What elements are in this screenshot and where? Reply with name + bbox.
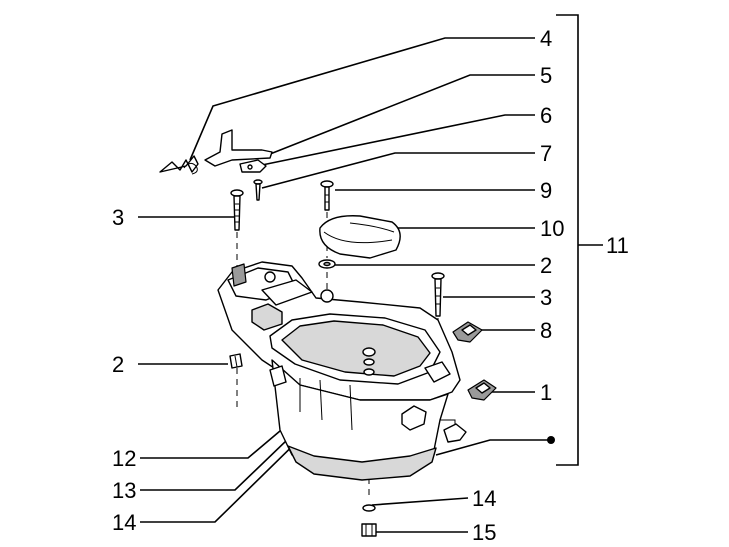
leader-6 — [261, 114, 535, 166]
callout-10: 10 — [540, 216, 564, 241]
callout-11: 11 — [606, 233, 629, 258]
callout-1: 1 — [540, 380, 552, 405]
callout-14a: 14 — [112, 510, 136, 535]
callout-4: 4 — [540, 26, 552, 51]
washer-part-2-top — [318, 259, 336, 269]
callout-7: 7 — [540, 141, 552, 166]
callout-8: 8 — [540, 318, 552, 343]
callout-2a: 2 — [540, 253, 552, 278]
spring-part-4 — [159, 155, 199, 175]
callout-12: 12 — [112, 446, 136, 471]
callout-5: 5 — [540, 63, 552, 88]
leader-dot — [435, 439, 550, 456]
storage-compartment — [217, 261, 467, 481]
washer-part-14-bottom — [362, 504, 376, 512]
leader-4 — [189, 37, 535, 161]
screw-part-7 — [253, 179, 263, 201]
callout-labels: 4 5 6 7 9 10 2 3 8 1 11 3 2 12 13 14 14 … — [112, 26, 629, 545]
screw-part-9 — [320, 180, 334, 211]
assembly-bracket — [556, 14, 579, 466]
callout-9: 9 — [540, 178, 552, 203]
hook-part-5 — [204, 129, 273, 167]
callout-15: 15 — [472, 520, 496, 545]
callout-2b: 2 — [112, 352, 124, 377]
plate-part-6 — [239, 159, 267, 173]
screw-part-3-right — [431, 272, 445, 317]
insert-part-8 — [452, 321, 483, 343]
callout-3b: 3 — [112, 205, 124, 230]
screw-part-3-left — [230, 189, 244, 231]
callout-13: 13 — [112, 478, 136, 503]
callout-6: 6 — [540, 103, 552, 128]
bolt-part-15 — [361, 523, 377, 537]
nut-part-2-left — [229, 353, 243, 369]
callout-14b: 14 — [472, 486, 496, 511]
insert-part-1 — [467, 379, 497, 401]
callout-3a: 3 — [540, 285, 552, 310]
lid-part-10 — [319, 215, 401, 259]
leader-dot-marker — [547, 436, 555, 444]
leader-14b — [371, 497, 469, 506]
leader-5 — [259, 74, 535, 159]
leader-7 — [261, 152, 535, 189]
